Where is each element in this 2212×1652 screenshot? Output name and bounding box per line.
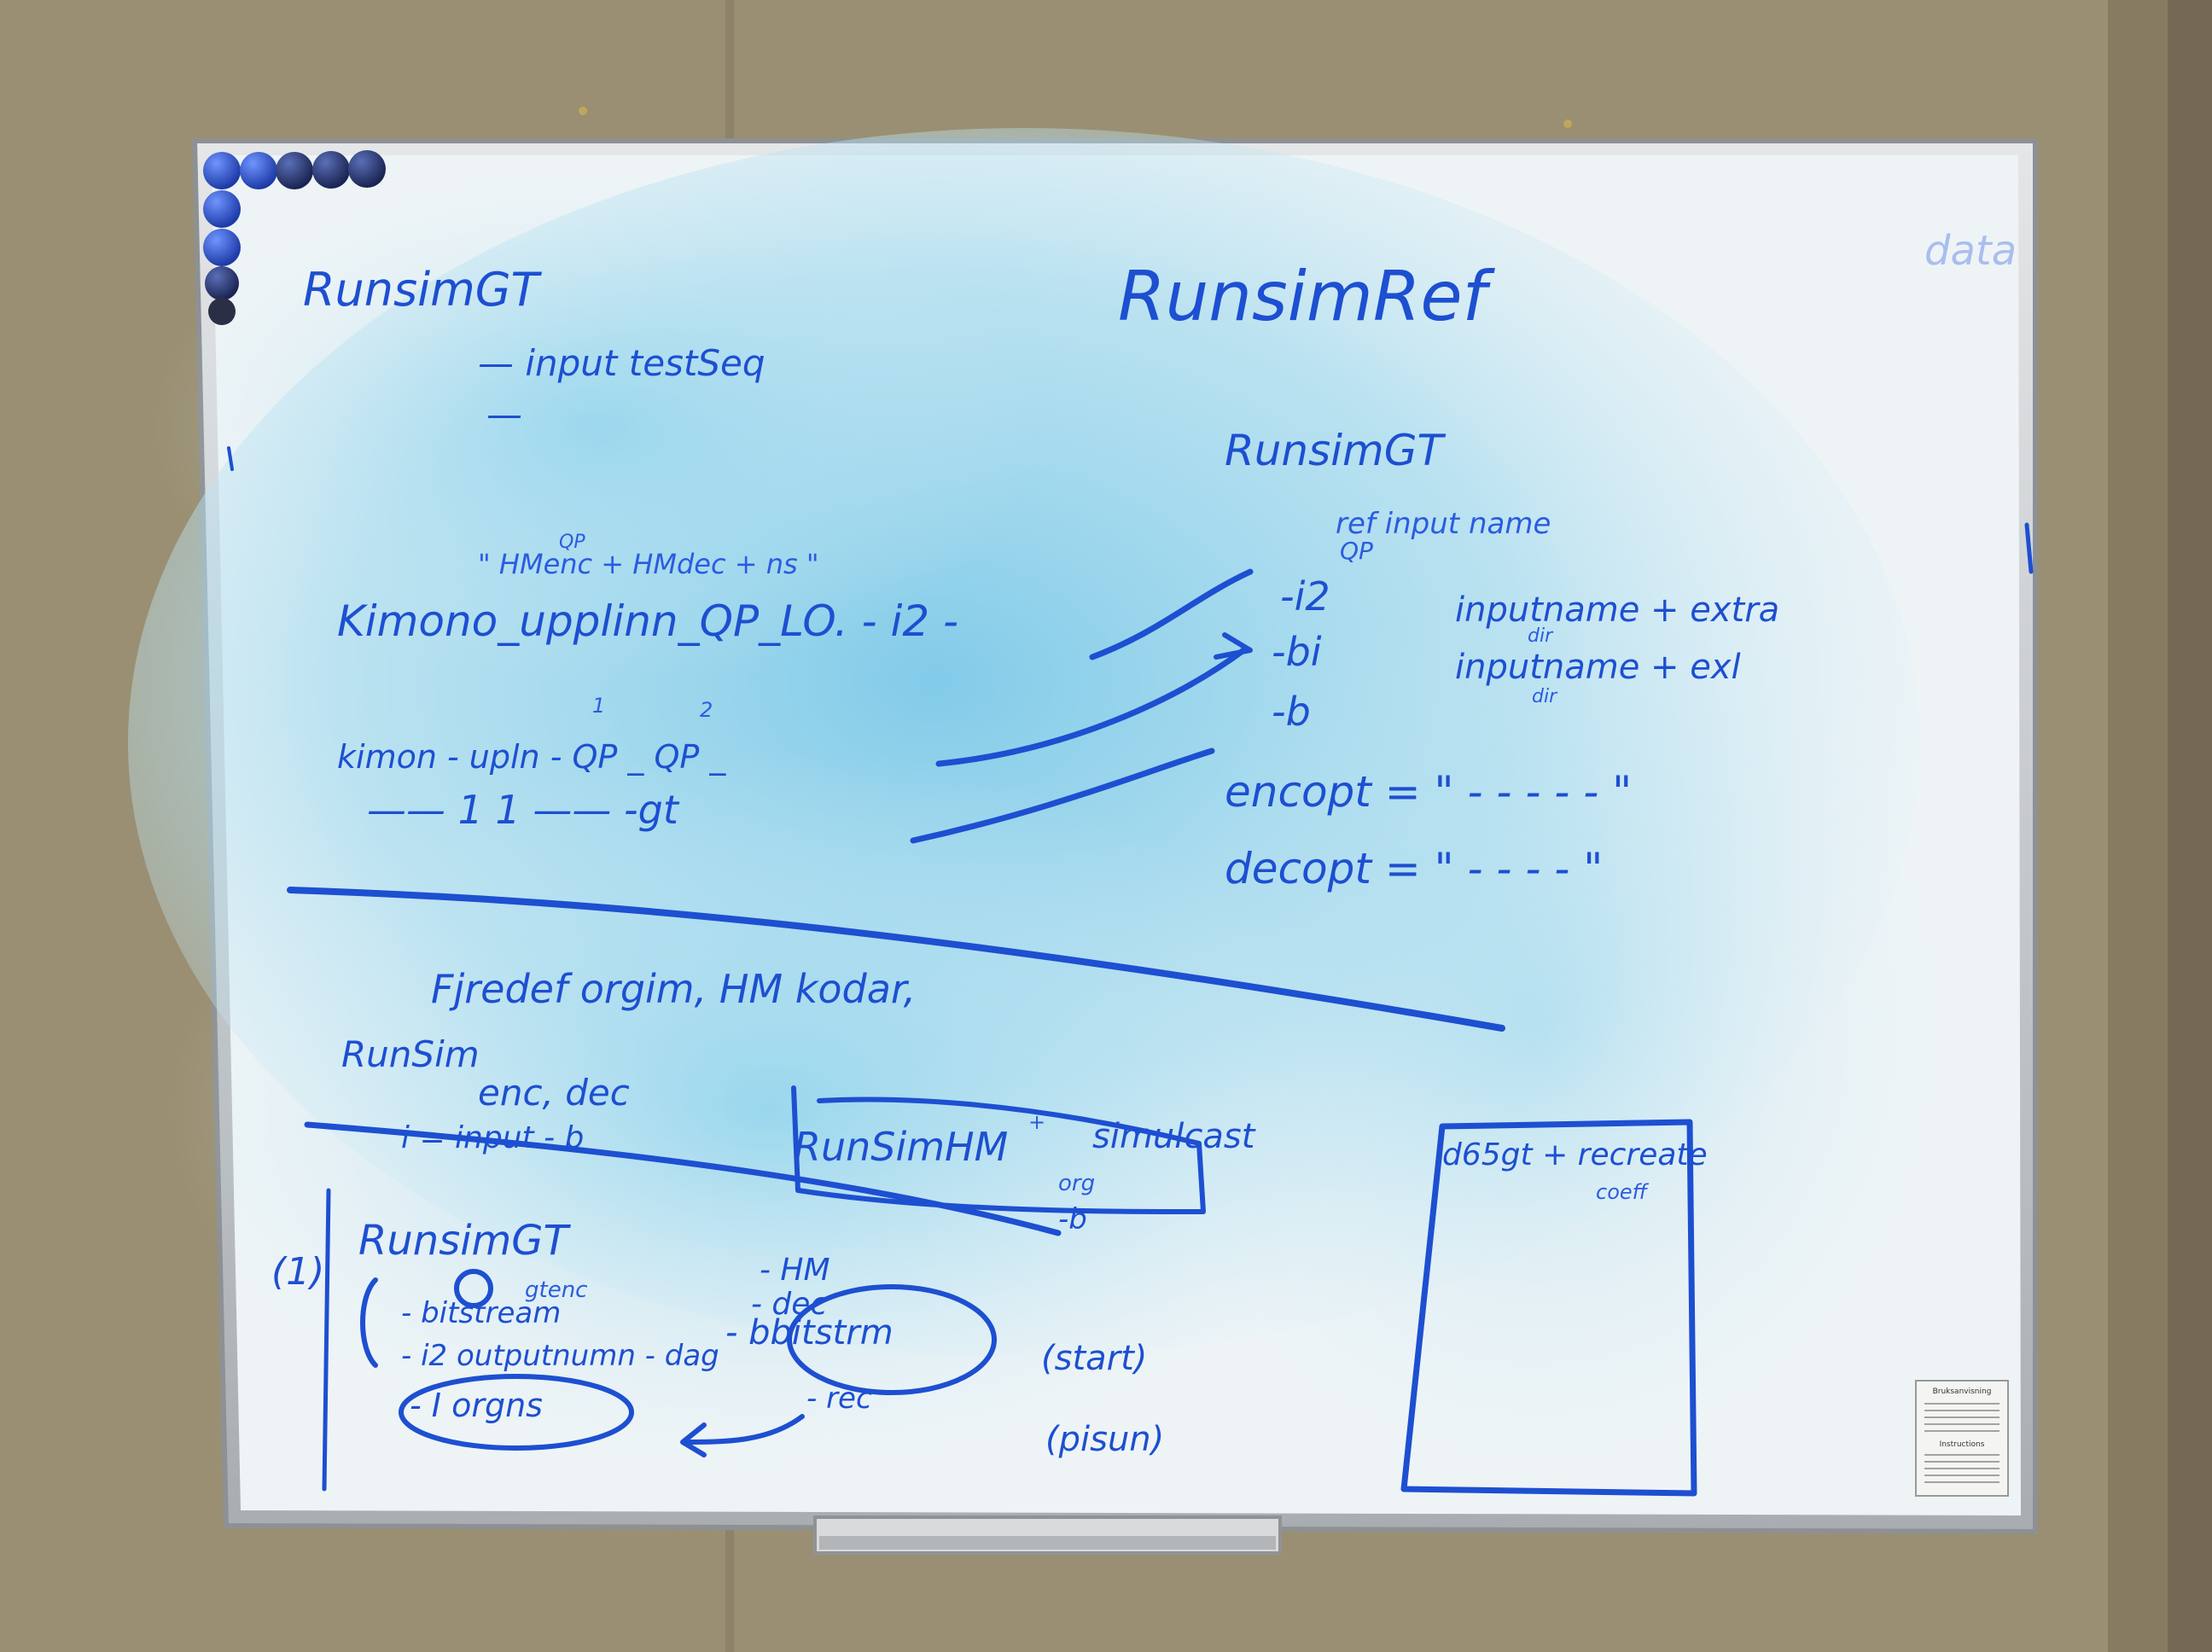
option-b: -b xyxy=(1272,689,1311,735)
runsim-hm-org: org xyxy=(1058,1171,1095,1196)
gt-item-enc: gtenc xyxy=(525,1277,587,1303)
option-i2: -i2 xyxy=(1280,573,1330,620)
first-line: Fjredef orgim, HM kodar, xyxy=(431,966,916,1012)
center-bitstream: - bbitstrm xyxy=(725,1313,894,1352)
circle-mark xyxy=(454,1269,493,1308)
option-note-extra: inputname + extra xyxy=(1455,590,1779,630)
option-note-exl: inputname + exl xyxy=(1455,648,1741,687)
curly-brace xyxy=(360,1277,378,1368)
bracket-line xyxy=(322,1188,331,1492)
runsim-hm-sup: + xyxy=(1028,1110,1045,1134)
runsim-hm-box xyxy=(791,1085,1206,1214)
option-dir-2: dir xyxy=(1532,686,1558,707)
orgns-ellipse xyxy=(399,1374,634,1451)
left-line-input: — input testSeq xyxy=(478,342,765,384)
gt-item-orgns: - I orgns xyxy=(410,1387,543,1424)
magnet xyxy=(240,152,277,189)
kimono-line-2: kimon - upln - QP _ QP _ xyxy=(337,738,726,776)
qp-note-top: QP xyxy=(559,532,585,553)
kimono-sup-2: 2 xyxy=(700,698,713,722)
numbered-label: (1) xyxy=(271,1250,324,1294)
right-header-qp: QP xyxy=(1340,537,1373,565)
option-bi: -bi xyxy=(1272,629,1322,675)
decopt-line: decopt = " - - - - " xyxy=(1225,844,1603,893)
right-item-start: (start) xyxy=(1041,1339,1147,1378)
right-box-sub: coeff xyxy=(1596,1180,1650,1204)
runsim-bottom: RunSim xyxy=(341,1033,480,1075)
runsim-hm-b: -b xyxy=(1058,1202,1087,1236)
bitstream-ellipse xyxy=(787,1284,997,1395)
encopt-line: encopt = " - - - - - " xyxy=(1225,767,1632,817)
kimono-sup-1: 1 xyxy=(592,694,605,718)
magnet xyxy=(312,151,350,189)
magnet xyxy=(203,152,241,189)
sticker-title: Instructions xyxy=(1940,1440,1985,1449)
right-title: RunsimRef xyxy=(1118,257,1496,336)
right-subtitle: RunsimGT xyxy=(1225,426,1447,475)
left-title: RunsimGT xyxy=(303,263,543,317)
enc-dec: enc, dec xyxy=(478,1072,630,1114)
option-dir-1: dir xyxy=(1528,625,1554,647)
center-hm: - HM xyxy=(760,1253,830,1288)
arrow-left xyxy=(680,1414,805,1457)
runsim-gt-bottom: RunsimGT xyxy=(358,1217,571,1265)
runsim-hm: RunSimHM xyxy=(794,1124,1008,1170)
magnet xyxy=(205,266,239,300)
left-line-dash: — xyxy=(486,393,522,435)
right-edge-mark xyxy=(2024,522,2034,574)
qp-note: " HMenc + HMdec + ns " xyxy=(478,548,819,580)
magnet xyxy=(203,229,241,266)
magnet xyxy=(203,190,241,228)
right-box xyxy=(1400,1119,1697,1497)
gt-item-i2: - i2 outputnumn - dag xyxy=(401,1339,719,1373)
simulcast: simulcast xyxy=(1092,1117,1256,1156)
magnet xyxy=(208,298,236,325)
left-edge-mark xyxy=(227,446,234,471)
kimono-line-3: —— 1 1 —— -gt xyxy=(367,787,680,833)
connector-lines xyxy=(287,568,1505,1032)
sticker-heading: Bruksanvisning xyxy=(1933,1387,1992,1396)
kimono-line-1: Kimono_upplinn_QP_LO. - i2 - xyxy=(337,596,958,646)
right-item-pisun: (pisun) xyxy=(1045,1420,1164,1459)
marker-tray xyxy=(813,1515,1282,1555)
magnet xyxy=(276,152,313,189)
corner-scrawl: data xyxy=(1924,227,2017,275)
right-box-text: d65gt + recreate xyxy=(1442,1137,1708,1172)
instruction-sticker: Bruksanvisning Instructions xyxy=(1915,1380,2009,1497)
board-surface xyxy=(128,128,2021,1515)
magnets xyxy=(203,150,386,325)
divider-line xyxy=(304,1121,1062,1236)
magnet xyxy=(348,150,386,188)
right-header: ref input name xyxy=(1336,507,1551,541)
